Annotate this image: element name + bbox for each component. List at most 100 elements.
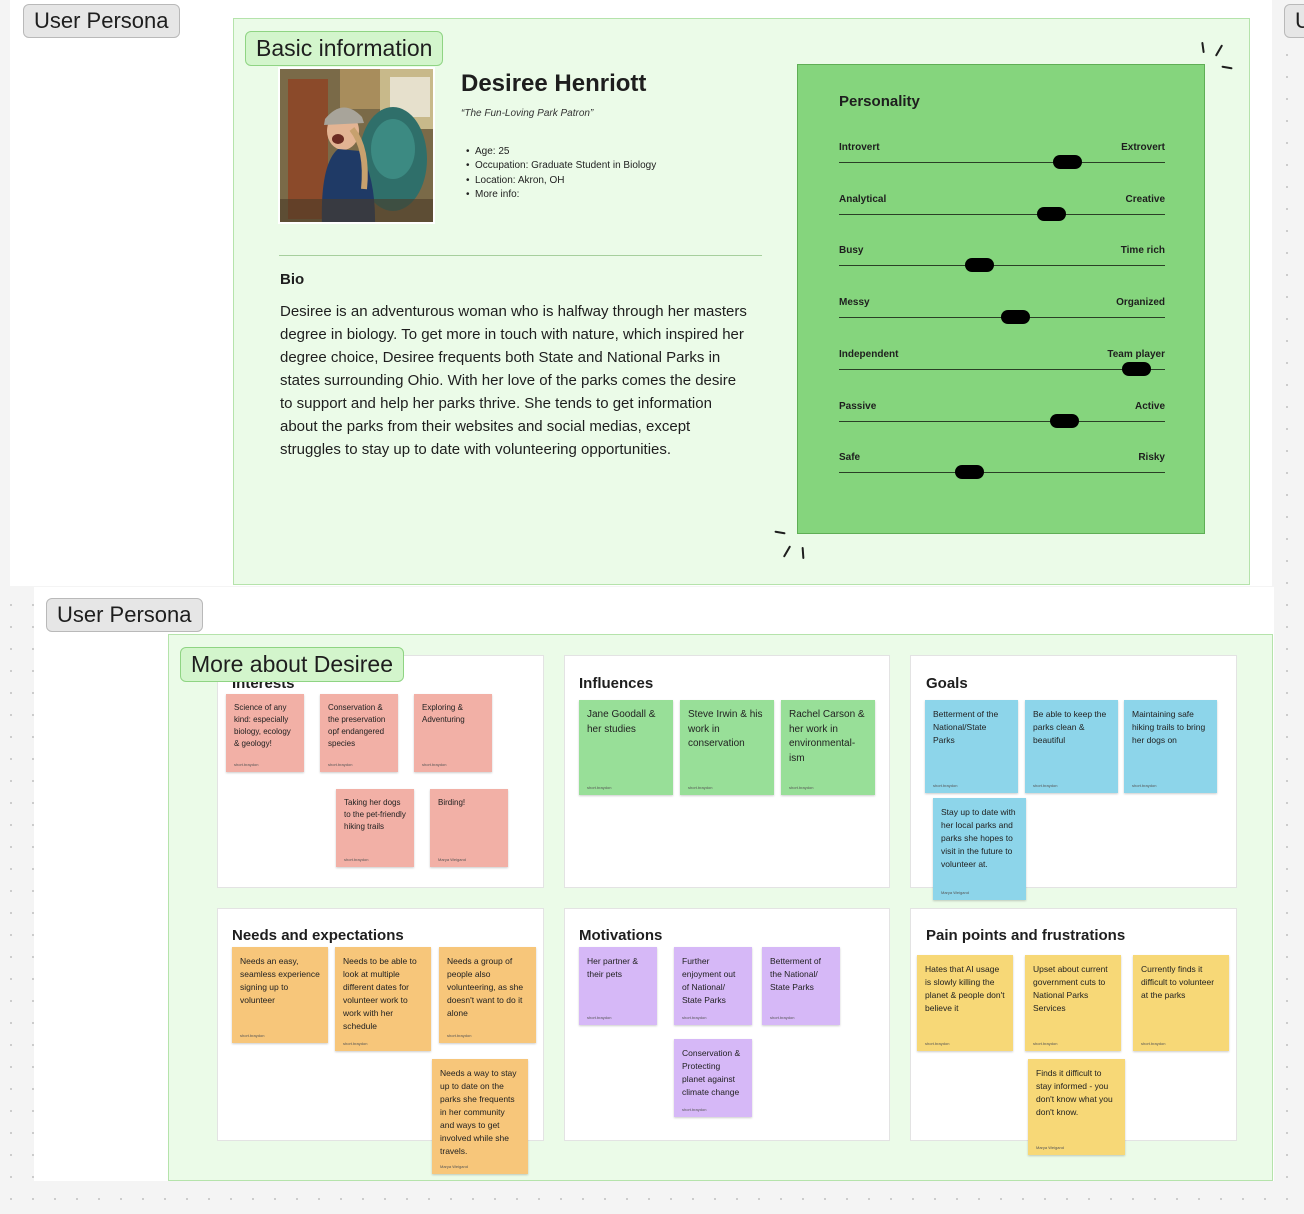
sticky-note[interactable]: Needs a group of people also volunteerin… — [439, 947, 536, 1043]
sticky-note-text: Betterment of the National/ State Parks — [770, 956, 822, 992]
sticky-note-author: short.braydon — [587, 1015, 612, 1020]
sticky-note-text: Finds it difficult to stay informed - yo… — [1036, 1068, 1113, 1117]
frame-label-right-edge[interactable]: U — [1284, 4, 1304, 38]
sticky-note[interactable]: Currently finds it difficult to voluntee… — [1133, 955, 1229, 1051]
sticky-note-text: Needs an easy, seamless experience signi… — [240, 956, 320, 1005]
fact-occupation: Occupation: Graduate Student in Biology — [466, 159, 656, 174]
slider-track — [839, 420, 1165, 422]
sticky-note-text: Hates that AI usage is slowly killing th… — [925, 964, 1005, 1013]
sticky-note[interactable]: Stay up to date with her local parks and… — [933, 798, 1026, 900]
goals-title: Goals — [926, 675, 968, 692]
sticky-note[interactable]: Needs an easy, seamless experience signi… — [232, 947, 328, 1043]
persona-photo[interactable] — [278, 67, 435, 224]
sticky-note-text: Stay up to date with her local parks and… — [941, 807, 1016, 869]
sticky-note[interactable]: Rachel Carson & her work in environmenta… — [781, 700, 875, 795]
fact-location: Location: Akron, OH — [466, 174, 656, 189]
slider-handle[interactable] — [1049, 413, 1079, 428]
sticky-note-author: short.braydon — [770, 1015, 795, 1020]
slider-left-label: Introvert — [839, 142, 880, 153]
sticky-note-author: short.braydon — [234, 762, 259, 767]
slider-track — [839, 368, 1165, 370]
sticky-note-text: Maintaining safe hiking trails to bring … — [1132, 709, 1206, 745]
sticky-note-text: Upset about current government cuts to N… — [1033, 964, 1108, 1013]
sticky-note[interactable]: Be able to keep the parks clean & beauti… — [1025, 700, 1118, 793]
persona-facts: Age: 25 Occupation: Graduate Student in … — [466, 145, 656, 203]
sticky-note[interactable]: Upset about current government cuts to N… — [1025, 955, 1121, 1051]
sticky-note[interactable]: Taking her dogs to the pet-friendly hiki… — [336, 789, 414, 867]
frame-label-bottom[interactable]: User Persona — [46, 598, 203, 632]
sticky-note-author: Marya Weigand — [1036, 1145, 1064, 1150]
slider-right-label: Risky — [1138, 452, 1165, 464]
frame-label-top[interactable]: User Persona — [23, 4, 180, 38]
slider-handle[interactable] — [955, 465, 985, 480]
sticky-note-author: short.braydon — [925, 1041, 950, 1046]
sticky-note-author: short.braydon — [328, 762, 353, 767]
sticky-note[interactable]: Science of any kind: especially biology,… — [226, 694, 304, 772]
sticky-note-text: Science of any kind: especially biology,… — [234, 703, 291, 748]
sticky-note[interactable]: Conservation & the preservation opf enda… — [320, 694, 398, 772]
sticky-note-author: short.braydon — [343, 1041, 368, 1046]
slider-handle[interactable] — [965, 258, 995, 273]
sticky-note-author: short.braydon — [1033, 1041, 1058, 1046]
personality-slider[interactable]: Busy Time rich — [839, 245, 1165, 279]
sticky-note[interactable]: Hates that AI usage is slowly killing th… — [917, 955, 1013, 1051]
slider-right-label: Time rich — [1120, 245, 1165, 257]
motivations-title: Motivations — [579, 927, 663, 944]
slider-handle[interactable] — [1001, 310, 1031, 325]
sticky-note[interactable]: Further enjoyment out of National/ State… — [674, 947, 752, 1025]
sticky-note-author: short.braydon — [1132, 783, 1157, 788]
fact-more-info: More info: — [466, 188, 656, 203]
sticky-note[interactable]: Conservation & Protecting planet against… — [674, 1039, 752, 1117]
personality-slider[interactable]: Introvert Extrovert — [839, 142, 1165, 176]
sticky-note[interactable]: Needs to be able to look at multiple dif… — [335, 947, 431, 1051]
sticky-note-author: Marya Weigand — [440, 1164, 468, 1169]
slider-handle[interactable] — [1036, 206, 1066, 221]
sticky-note-author: short.braydon — [344, 857, 369, 862]
slider-track — [839, 265, 1165, 267]
sticky-note-text: Needs a group of people also volunteerin… — [447, 956, 524, 1018]
personality-title: Personality — [839, 93, 920, 110]
sticky-note[interactable]: Birding!Marya Weigand — [430, 789, 508, 867]
section-label-basic[interactable]: Basic information — [245, 31, 444, 66]
sticky-note-text: Further enjoyment out of National/ State… — [682, 956, 736, 1005]
slider-left-label: Busy — [839, 245, 864, 257]
sticky-note[interactable]: Needs a way to stay up to date on the pa… — [432, 1059, 528, 1174]
sticky-note-author: short.braydon — [682, 1015, 707, 1020]
sticky-note[interactable]: Betterment of the National/ State Parks s… — [762, 947, 840, 1025]
slider-track — [839, 472, 1165, 474]
sticky-note-text: Rachel Carson & her work in environmenta… — [789, 709, 865, 764]
slider-handle[interactable] — [1121, 361, 1151, 376]
sticky-note-author: short.braydon — [688, 785, 713, 790]
bio-text[interactable]: Desiree is an adventurous woman who is h… — [280, 303, 747, 458]
slider-handle[interactable] — [1053, 155, 1083, 169]
needs-title: Needs and expectations — [232, 927, 404, 944]
sticky-note-author: short.braydon — [682, 1107, 707, 1112]
slider-right-label: Organized — [1116, 297, 1165, 309]
bio-divider — [279, 255, 762, 256]
sticky-note-author: short.braydon — [1141, 1041, 1166, 1046]
sticky-note-author: short.braydon — [447, 1033, 472, 1038]
sticky-note-text: Be able to keep the parks clean & beauti… — [1033, 709, 1107, 745]
sticky-note-author: short.braydon — [240, 1033, 265, 1038]
sticky-note-author: short.braydon — [1033, 783, 1058, 788]
sticky-note[interactable]: Finds it difficult to stay informed - yo… — [1028, 1059, 1125, 1155]
slider-right-label: Active — [1134, 400, 1165, 412]
sticky-note-text: Jane Goodall & her studies — [587, 709, 656, 735]
sticky-note-author: Marya Weigand — [941, 890, 969, 895]
sticky-note[interactable]: Maintaining safe hiking trails to bring … — [1124, 700, 1217, 793]
slider-right-label: Extrovert — [1121, 142, 1165, 153]
pain-points-title: Pain points and frustrations — [926, 927, 1126, 944]
sticky-note-text: Birding! — [438, 798, 466, 807]
section-label-more[interactable]: More about Desiree — [180, 647, 404, 682]
